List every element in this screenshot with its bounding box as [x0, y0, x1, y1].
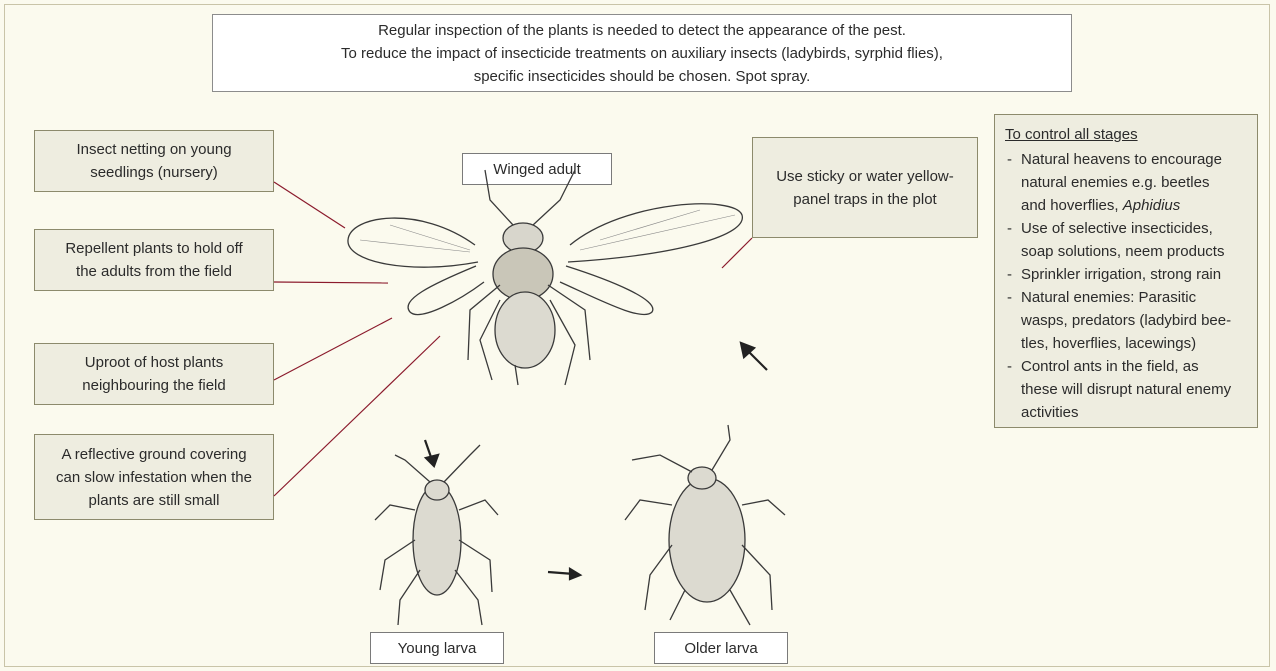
older-larva-drawing [625, 425, 785, 625]
connector-uproot [274, 318, 392, 380]
adult-cauda [515, 365, 518, 385]
wing-veins [360, 210, 735, 252]
adult-antenna-left [485, 170, 513, 225]
young-larva-drawing [375, 445, 498, 625]
right-hindwing [560, 266, 653, 315]
connector-repellent [274, 282, 388, 283]
older-larva-head [688, 467, 716, 489]
left-forewing [348, 218, 478, 267]
arrow-down-icon [425, 440, 438, 466]
older-larva-body [669, 478, 745, 602]
connector-traps [722, 238, 752, 268]
winged-adult-aphid-drawing [348, 170, 742, 385]
young-larva-body [413, 485, 461, 595]
young-larva-head [425, 480, 449, 500]
connector-netting [274, 182, 345, 228]
connector-reflective [274, 336, 440, 496]
adult-antenna-right [533, 170, 575, 225]
arrow-right-icon [548, 569, 580, 579]
arrow-up-icon [741, 343, 767, 370]
adult-abdomen [495, 292, 555, 368]
